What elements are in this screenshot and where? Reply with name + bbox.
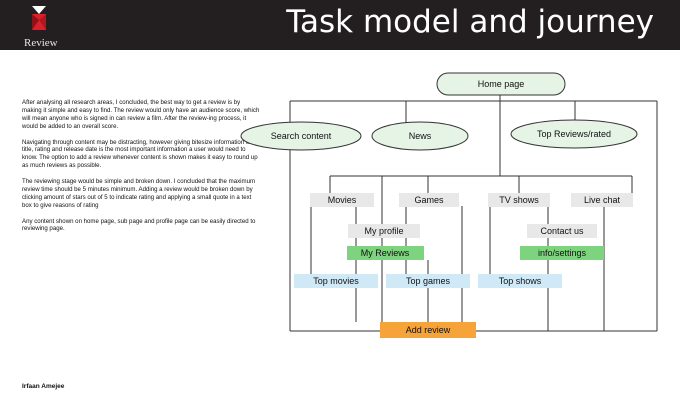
label-tv-shows: TV shows [499, 195, 539, 205]
label-news: News [409, 131, 432, 141]
label-search-content: Search content [271, 131, 332, 141]
node-my-reviews: My Reviews [347, 246, 424, 260]
label-my-profile: My profile [364, 226, 403, 236]
node-top-reviews: Top Reviews/rated [510, 119, 638, 149]
label-movies: Movies [328, 195, 357, 205]
label-contact-us: Contact us [540, 226, 584, 236]
node-top-shows: Top shows [478, 274, 562, 288]
label-top-reviews: Top Reviews/rated [537, 129, 611, 139]
label-top-shows: Top shows [499, 276, 542, 286]
label-games: Games [414, 195, 444, 205]
node-contact-us: Contact us [527, 224, 597, 238]
node-news: News [371, 121, 469, 151]
paragraph-2: Navigating through content may be distra… [22, 138, 258, 170]
node-add-review: Add review [380, 322, 476, 338]
label-home-page: Home page [478, 79, 525, 89]
node-my-profile: My profile [348, 224, 420, 238]
review-logo-icon [32, 6, 46, 30]
node-games: Games [399, 193, 459, 207]
node-movies: Movies [310, 193, 374, 207]
paragraph-3: The reviewing stage would be simple and … [22, 178, 256, 209]
page-title: Task model and journey [286, 4, 654, 40]
node-info-settings: info/settings [520, 246, 604, 260]
header-bar: Review Task model and journey [0, 0, 680, 50]
label-my-reviews: My Reviews [361, 248, 410, 258]
node-search-content: Search content [240, 121, 362, 151]
author-name: Irfaan Amejee [22, 383, 65, 390]
description-text: After analysing all research areas, I co… [22, 99, 260, 241]
label-top-movies: Top movies [313, 276, 359, 286]
label-add-review: Add review [406, 325, 451, 335]
node-home-page: Home page [436, 72, 566, 96]
node-tv-shows: TV shows [488, 193, 550, 207]
label-top-games: Top games [406, 276, 451, 286]
paragraph-1: After analysing all research areas, I co… [22, 99, 260, 130]
node-top-games: Top games [386, 274, 470, 288]
node-top-movies: Top movies [294, 274, 378, 288]
label-live-chat: Live chat [584, 195, 621, 205]
label-info-settings: info/settings [538, 248, 587, 258]
node-live-chat: Live chat [571, 193, 633, 207]
paragraph-4: Any content shown on home page, sub page… [22, 217, 256, 233]
logo-text: Review [24, 37, 58, 49]
